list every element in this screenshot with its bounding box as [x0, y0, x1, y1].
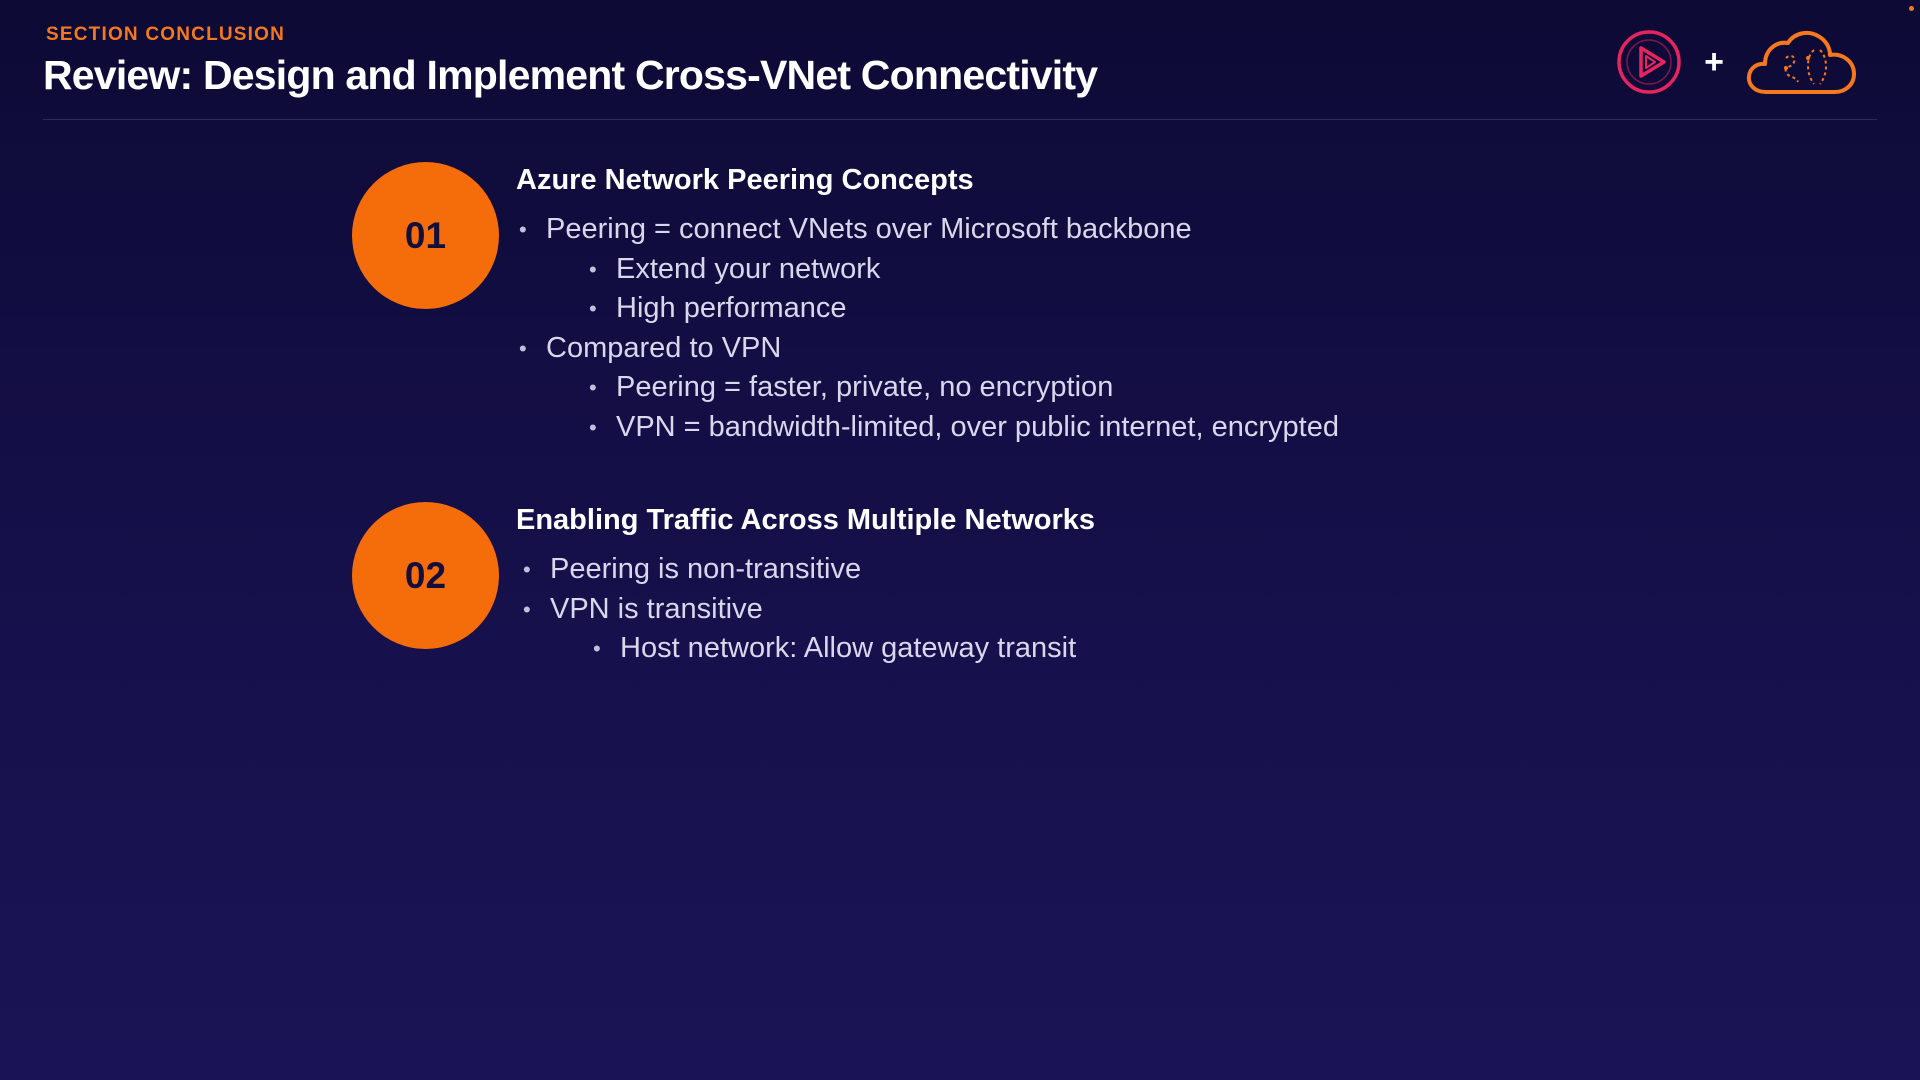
section-content: Azure Network Peering Concepts Peering =…: [516, 162, 1516, 447]
bullet-item: Peering is non-transitive: [516, 550, 1516, 590]
section-content: Enabling Traffic Across Multiple Network…: [516, 502, 1516, 669]
bullet-list: Peering = connect VNets over Microsoft b…: [516, 210, 1516, 447]
sub-bullet-item: VPN = bandwidth-limited, over public int…: [516, 408, 1516, 448]
section-eyebrow: SECTION CONCLUSION: [46, 24, 286, 45]
sub-bullet-item: Extend your network: [516, 250, 1516, 290]
slide-header: SECTION CONCLUSION Review: Design and Im…: [43, 24, 1877, 99]
bullet-list: Peering is non-transitive VPN is transit…: [516, 550, 1516, 669]
corner-dot: [1909, 6, 1914, 11]
bullet-item: VPN is transitive: [516, 590, 1516, 630]
section-number-badge: 02: [352, 502, 499, 649]
sub-bullet-item: High performance: [516, 289, 1516, 329]
sub-bullet-item: Peering = faster, private, no encryption: [516, 368, 1516, 408]
bullet-item: Peering = connect VNets over Microsoft b…: [516, 210, 1516, 250]
brand-logos: +: [1616, 28, 1858, 96]
section-number-badge: 01: [352, 162, 499, 309]
play-logo-icon: [1617, 30, 1681, 94]
section-heading: Azure Network Peering Concepts: [516, 164, 974, 196]
section-heading: Enabling Traffic Across Multiple Network…: [516, 504, 1096, 536]
bullet-item: Compared to VPN: [516, 329, 1516, 369]
header-divider: [43, 119, 1877, 120]
plus-sign: +: [1704, 43, 1724, 81]
cloud-logo-icon: [1746, 30, 1856, 94]
slide-title: Review: Design and Implement Cross-VNet …: [43, 52, 1098, 98]
sub-bullet-item: Host network: Allow gateway transit: [516, 629, 1516, 669]
